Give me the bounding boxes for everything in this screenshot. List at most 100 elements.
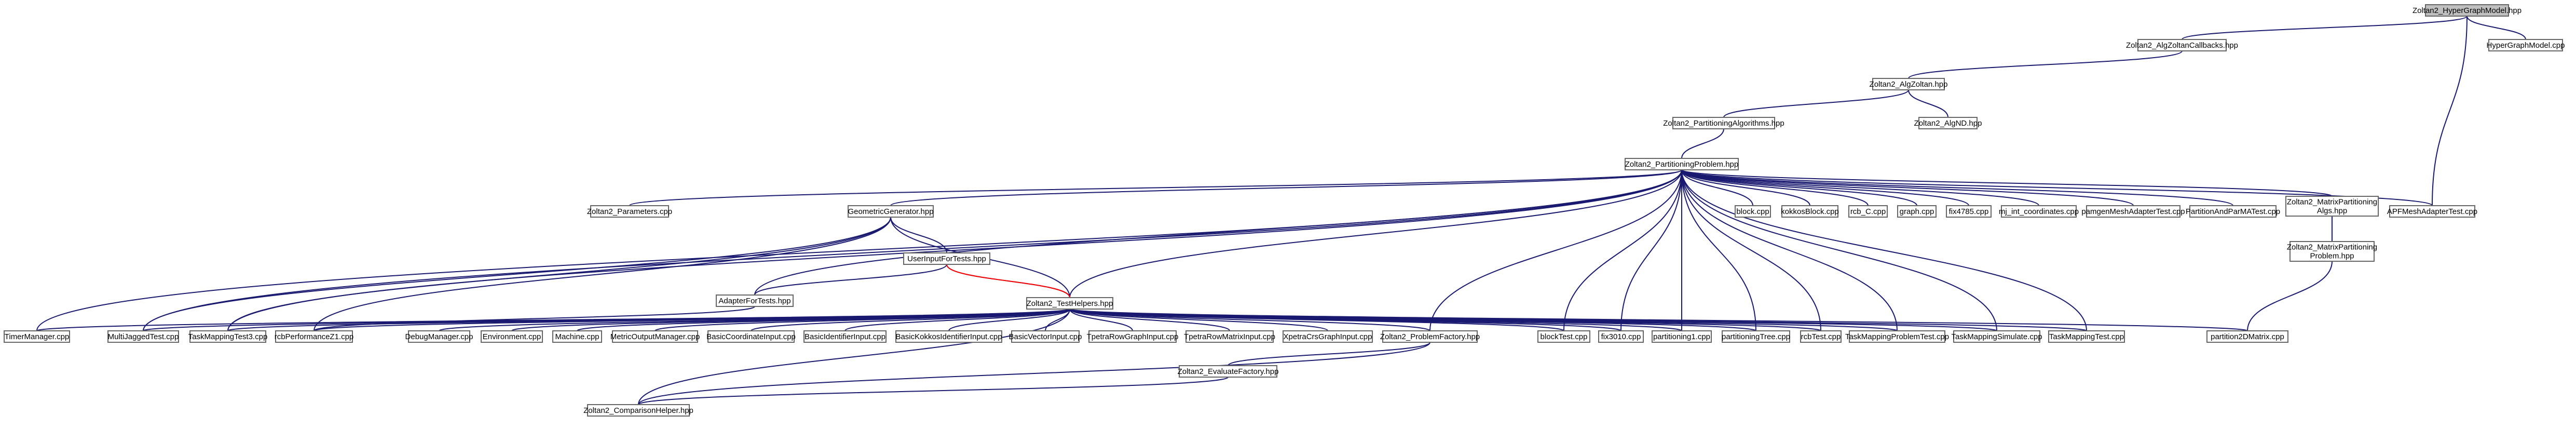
node-n43[interactable]: rcbTest.cpp: [1800, 330, 1842, 343]
node-box[interactable]: [1598, 330, 1644, 343]
node-box[interactable]: [1800, 330, 1842, 343]
node-n41[interactable]: partitioning1.cpp: [1652, 330, 1712, 343]
node-n25[interactable]: TaskMappingTest3.cpp: [188, 330, 268, 343]
node-n18[interactable]: pamgenMeshAdapterTest.cpp: [2081, 205, 2185, 218]
node-box[interactable]: [590, 205, 669, 218]
node-box[interactable]: [1382, 330, 1478, 343]
node-box[interactable]: [1185, 330, 1274, 343]
node-box[interactable]: [2189, 205, 2277, 218]
node-n47[interactable]: partition2DMatrix.cpp: [2206, 330, 2288, 343]
node-box[interactable]: [189, 330, 266, 343]
node-box[interactable]: [1897, 205, 1937, 218]
node-n38[interactable]: Zoltan2_ProblemFactory.hpp: [1380, 330, 1480, 343]
node-box[interactable]: [848, 205, 934, 218]
node-box[interactable]: [1872, 78, 1945, 90]
node-n30[interactable]: MetricOutputManager.cpp: [610, 330, 700, 343]
node-box[interactable]: [1722, 330, 1790, 343]
node-n7[interactable]: Zoltan2_Parameters.cpp: [587, 205, 672, 218]
node-box[interactable]: [2206, 330, 2288, 343]
node-n5[interactable]: Zoltan2_AlgND.hpp: [1914, 117, 1982, 129]
node-n14[interactable]: rcb_C.cpp: [1848, 205, 1888, 218]
node-n45[interactable]: TaskMappingSimulate.cpp: [1951, 330, 2042, 343]
node-n3[interactable]: Zoltan2_AlgZoltan.hpp: [1870, 78, 1948, 90]
node-box[interactable]: [1625, 158, 1739, 170]
node-box[interactable]: [1953, 330, 2040, 343]
node-n9[interactable]: UserInputForTests.hpp: [903, 252, 990, 265]
node-box[interactable]: [1088, 330, 1177, 343]
node-box[interactable]: [587, 404, 690, 417]
node-box[interactable]: [481, 330, 543, 343]
node-box[interactable]: [1849, 330, 1945, 343]
node-n26[interactable]: rcbPerformanceZ1.cpp: [275, 330, 354, 343]
node-n1[interactable]: Zoltan2_AlgZoltanCallbacks.hpp: [2126, 39, 2238, 51]
node-n37[interactable]: XpetraCrsGraphInput.cpp: [1283, 330, 1373, 343]
node-box[interactable]: [552, 330, 602, 343]
node-box[interactable]: [2289, 241, 2375, 262]
node-n36[interactable]: TpetraRowMatrixInput.cpp: [1184, 330, 1275, 343]
node-box[interactable]: [903, 252, 990, 265]
node-n4[interactable]: Zoltan2_PartitioningAlgorithms.hpp: [1663, 117, 1784, 129]
node-n35[interactable]: TpetraRowGraphInput.cpp: [1087, 330, 1179, 343]
node-box[interactable]: [2001, 205, 2077, 218]
node-n32[interactable]: BasicIdentifierInput.cpp: [803, 330, 887, 343]
node-box[interactable]: [612, 330, 698, 343]
node-box[interactable]: [2488, 39, 2563, 51]
node-n6[interactable]: Zoltan2_PartitioningProblem.hpp: [1625, 158, 1739, 170]
node-n24[interactable]: MultiJaggedTest.cpp: [107, 330, 179, 343]
node-n28[interactable]: Environment.cpp: [481, 330, 543, 343]
node-n17[interactable]: mj_int_coordinates.cpp: [1999, 205, 2079, 218]
node-n16[interactable]: fix4785.cpp: [1946, 205, 1992, 218]
node-n21[interactable]: APFMeshAdapterTest.cpp: [2387, 205, 2477, 218]
node-n12[interactable]: block.cpp: [1735, 205, 1771, 218]
node-n27[interactable]: DebugManager.cpp: [405, 330, 473, 343]
node-n11[interactable]: Zoltan2_TestHelpers.hpp: [1026, 297, 1113, 310]
node-n0[interactable]: Zoltan2_HyperGraphModel.hpp: [2413, 4, 2522, 17]
node-box[interactable]: [1179, 365, 1277, 378]
node-box[interactable]: [1011, 330, 1080, 343]
node-box[interactable]: [895, 330, 1002, 343]
node-box[interactable]: [716, 294, 794, 307]
node-n19[interactable]: PartitionAndParMATest.cpp: [2186, 205, 2280, 218]
node-box[interactable]: [408, 330, 470, 343]
node-n40[interactable]: fix3010.cpp: [1598, 330, 1644, 343]
node-n31[interactable]: BasicCoordinateInput.cpp: [706, 330, 796, 343]
node-box[interactable]: [4, 330, 70, 343]
node-box[interactable]: [707, 330, 795, 343]
node-n34[interactable]: BasicVectorInput.cpp: [1009, 330, 1082, 343]
node-box[interactable]: [2137, 39, 2227, 51]
node-n39[interactable]: blockTest.cpp: [1537, 330, 1590, 343]
node-box[interactable]: [803, 330, 887, 343]
node-box[interactable]: [2425, 4, 2509, 17]
node-n2[interactable]: HyperGraphModel.cpp: [2487, 39, 2565, 51]
node-n13[interactable]: kokkosBlock.cpp: [1781, 205, 1839, 218]
node-box[interactable]: [1537, 330, 1590, 343]
node-n15[interactable]: graph.cpp: [1897, 205, 1937, 218]
node-n29[interactable]: Machine.cpp: [552, 330, 602, 343]
node-box[interactable]: [2086, 205, 2180, 218]
node-n44[interactable]: TaskMappingProblemTest.cpp: [1845, 330, 1949, 343]
node-box[interactable]: [1848, 205, 1888, 218]
node-n49[interactable]: Zoltan2_ComparisonHelper.hpp: [583, 404, 693, 417]
node-box[interactable]: [1026, 297, 1113, 310]
node-n42[interactable]: partitioningTree.cpp: [1722, 330, 1790, 343]
node-n48[interactable]: Zoltan2_EvaluateFactory.hpp: [1178, 365, 1279, 378]
node-box[interactable]: [1946, 205, 1992, 218]
node-box[interactable]: [275, 330, 353, 343]
node-n46[interactable]: TaskMappingTest.cpp: [2048, 330, 2125, 343]
node-box[interactable]: [1672, 117, 1775, 129]
node-n23[interactable]: TimerManager.cpp: [4, 330, 70, 343]
node-box[interactable]: [2285, 196, 2379, 217]
node-box[interactable]: [2389, 205, 2475, 218]
node-box[interactable]: [1283, 330, 1373, 343]
node-box[interactable]: [1652, 330, 1712, 343]
node-n10[interactable]: AdapterForTests.hpp: [716, 294, 794, 307]
node-box[interactable]: [2048, 330, 2125, 343]
node-n33[interactable]: BasicKokkosIdentifierInput.cpp: [895, 330, 1002, 343]
node-box[interactable]: [1918, 117, 1978, 129]
node-box[interactable]: [1735, 205, 1771, 218]
node-box[interactable]: [1781, 205, 1838, 218]
node-box[interactable]: [107, 330, 179, 343]
node-n8[interactable]: GeometricGenerator.hpp: [848, 205, 934, 218]
